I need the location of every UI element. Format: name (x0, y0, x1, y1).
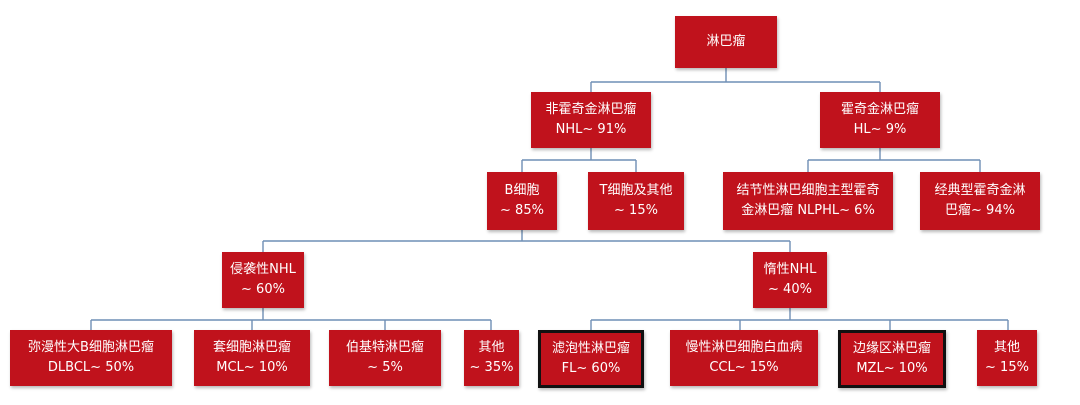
node-other-aggressive-percent: ~ 35% (469, 360, 514, 375)
node-ccl-name: 慢性淋巴细胞白血病 (685, 339, 803, 355)
node-dlbcl-name: 弥漫性大B细胞淋巴瘤 (28, 339, 154, 355)
node-classical-hl: 经典型霍奇金淋 巴瘤~ 94% (920, 172, 1040, 230)
node-indolent-nhl-name: 惰性NHL (763, 261, 817, 277)
node-classical-hl-line1: 经典型霍奇金淋 (934, 182, 1026, 198)
node-t-cell: T细胞及其他 ~ 15% (588, 172, 684, 230)
node-mcl-name: 套细胞淋巴瘤 (212, 339, 291, 355)
node-aggressive-nhl-percent: ~ 60% (241, 282, 285, 297)
node-hl-name: 霍奇金淋巴瘤 (840, 101, 919, 117)
connector-hl (807, 148, 981, 172)
node-ccl: 慢性淋巴细胞白血病 CCL~ 15% (670, 330, 818, 386)
node-lymphoma-label: 淋巴瘤 (706, 33, 746, 49)
node-other-indolent-name: 其他 (993, 339, 1020, 355)
connector-nhl (521, 148, 637, 172)
node-fl-percent: FL~ 60% (561, 361, 621, 376)
node-ccl-percent: CCL~ 15% (709, 360, 779, 375)
node-fl: 滤泡性淋巴瘤 FL~ 60% (538, 330, 644, 388)
node-mcl: 套细胞淋巴瘤 MCL~ 10% (194, 330, 310, 386)
node-fl-name: 滤泡性淋巴瘤 (551, 340, 630, 356)
node-other-indolent-percent: ~ 15% (985, 360, 1029, 375)
node-aggressive-nhl: 侵袭性NHL ~ 60% (222, 252, 304, 308)
node-mzl-name: 边缘区淋巴瘤 (852, 340, 931, 356)
node-nhl-name: 非霍奇金淋巴瘤 (545, 101, 637, 117)
node-mzl-percent: MZL~ 10% (856, 361, 928, 376)
node-classical-hl-line2: 巴瘤~ 94% (945, 203, 1015, 218)
connector-aggressive (90, 308, 492, 330)
node-mzl: 边缘区淋巴瘤 MZL~ 10% (838, 330, 946, 388)
node-burkitt: 伯基特淋巴瘤 ~ 5% (329, 330, 441, 386)
node-hl-percent: HL~ 9% (853, 122, 907, 137)
node-b-cell-percent: ~ 85% (500, 203, 544, 218)
node-hl: 霍奇金淋巴瘤 HL~ 9% (820, 92, 940, 148)
node-dlbcl-percent: DLBCL~ 50% (47, 360, 135, 375)
node-other-aggressive-name: 其他 (478, 339, 505, 355)
node-dlbcl: 弥漫性大B细胞淋巴瘤 DLBCL~ 50% (10, 330, 172, 386)
node-b-cell: B细胞 ~ 85% (487, 172, 557, 230)
node-burkitt-name: 伯基特淋巴瘤 (345, 339, 424, 355)
node-t-cell-name: T细胞及其他 (599, 182, 673, 198)
node-nlphl-line1: 结节性淋巴细胞主型霍奇 (736, 182, 880, 198)
node-b-cell-name: B细胞 (504, 182, 540, 198)
node-other-aggressive: 其他 ~ 35% (464, 330, 519, 386)
node-indolent-nhl-percent: ~ 40% (768, 282, 812, 297)
node-t-cell-percent: ~ 15% (614, 203, 658, 218)
node-mcl-percent: MCL~ 10% (216, 360, 288, 375)
connector-indolent (590, 308, 1009, 330)
node-nlphl: 结节性淋巴细胞主型霍奇 金淋巴瘤 NLPHL~ 6% (723, 172, 893, 230)
connector-bcell (262, 230, 791, 252)
node-indolent-nhl: 惰性NHL ~ 40% (753, 252, 827, 308)
node-nlphl-line2: 金淋巴瘤 NLPHL~ 6% (741, 203, 875, 218)
node-nhl: 非霍奇金淋巴瘤 NHL~ 91% (531, 92, 651, 148)
node-burkitt-percent: ~ 5% (367, 360, 403, 375)
node-lymphoma: 淋巴瘤 (675, 16, 777, 68)
connector-root (590, 68, 881, 92)
node-nhl-percent: NHL~ 91% (555, 122, 627, 137)
node-other-indolent: 其他 ~ 15% (977, 330, 1037, 386)
node-aggressive-nhl-name: 侵袭性NHL (230, 261, 296, 277)
